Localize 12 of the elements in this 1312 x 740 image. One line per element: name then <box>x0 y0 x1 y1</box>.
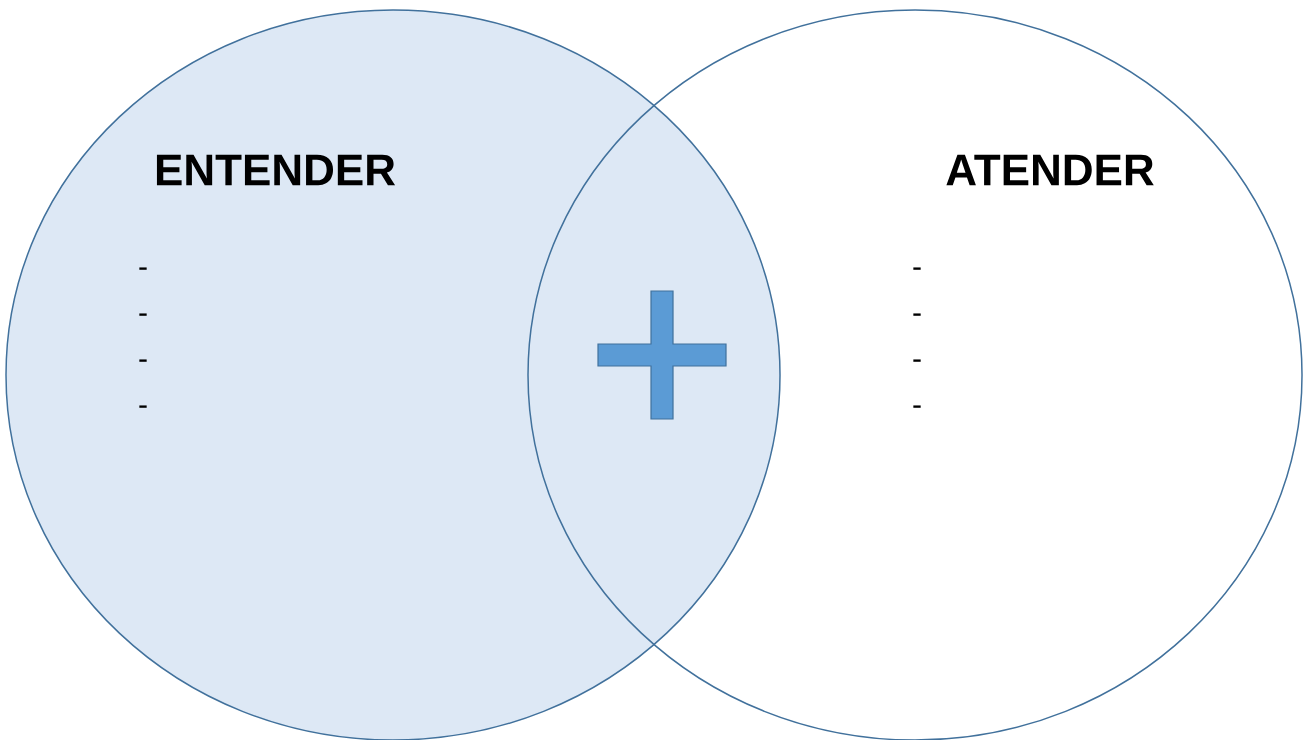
list-item: - <box>139 405 147 408</box>
list-item: - <box>913 267 921 270</box>
list-item: - <box>139 313 147 316</box>
circle-title: ENTENDER <box>156 154 396 186</box>
plus-sign <box>597 290 727 420</box>
list-item: - <box>913 405 921 408</box>
list-item: - <box>913 313 921 316</box>
venn-circle <box>5 9 781 740</box>
list-item: - <box>139 267 147 270</box>
list-item: - <box>139 359 147 362</box>
circle-title: ATENDER <box>946 154 1154 186</box>
list-item: - <box>913 359 921 362</box>
